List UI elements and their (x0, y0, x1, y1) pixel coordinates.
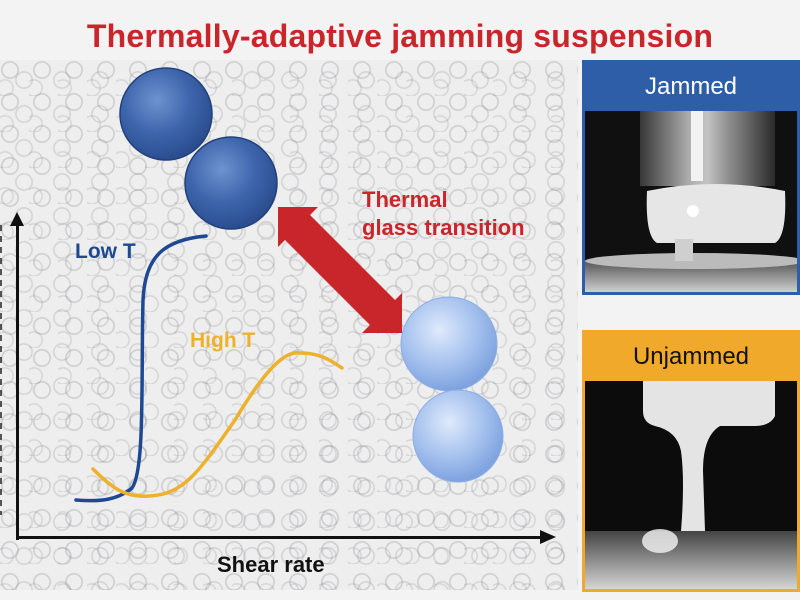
y-axis-arrow-icon (10, 212, 24, 226)
jammed-photo (585, 111, 797, 292)
transition-label: Thermal glass transition (362, 186, 525, 242)
high-t-label: High T (190, 329, 256, 352)
x-axis-label: Shear rate (217, 552, 325, 577)
transition-label-line2: glass transition (362, 215, 525, 240)
double-arrow-icon (278, 207, 402, 333)
x-axis-arrow-icon (540, 530, 556, 544)
low-t-curve (74, 234, 208, 503)
hard-particles-icon (119, 67, 278, 230)
jammed-panel: Jammed (582, 60, 800, 295)
y-axis-label-cropped (0, 225, 2, 515)
soft-particles-icon (400, 296, 504, 483)
high-t-curve (91, 351, 344, 498)
unjammed-photo (585, 381, 797, 589)
jammed-panel-title: Jammed (644, 73, 738, 100)
low-t-label: Low T (75, 240, 136, 263)
unjammed-panel-title: Unjammed (632, 343, 750, 370)
figure-title: Thermally-adaptive jamming suspension (86, 18, 714, 54)
x-axis (16, 536, 544, 539)
transition-label-line1: Thermal (362, 187, 448, 212)
y-axis (16, 222, 19, 540)
unjammed-panel: Unjammed (582, 330, 800, 592)
